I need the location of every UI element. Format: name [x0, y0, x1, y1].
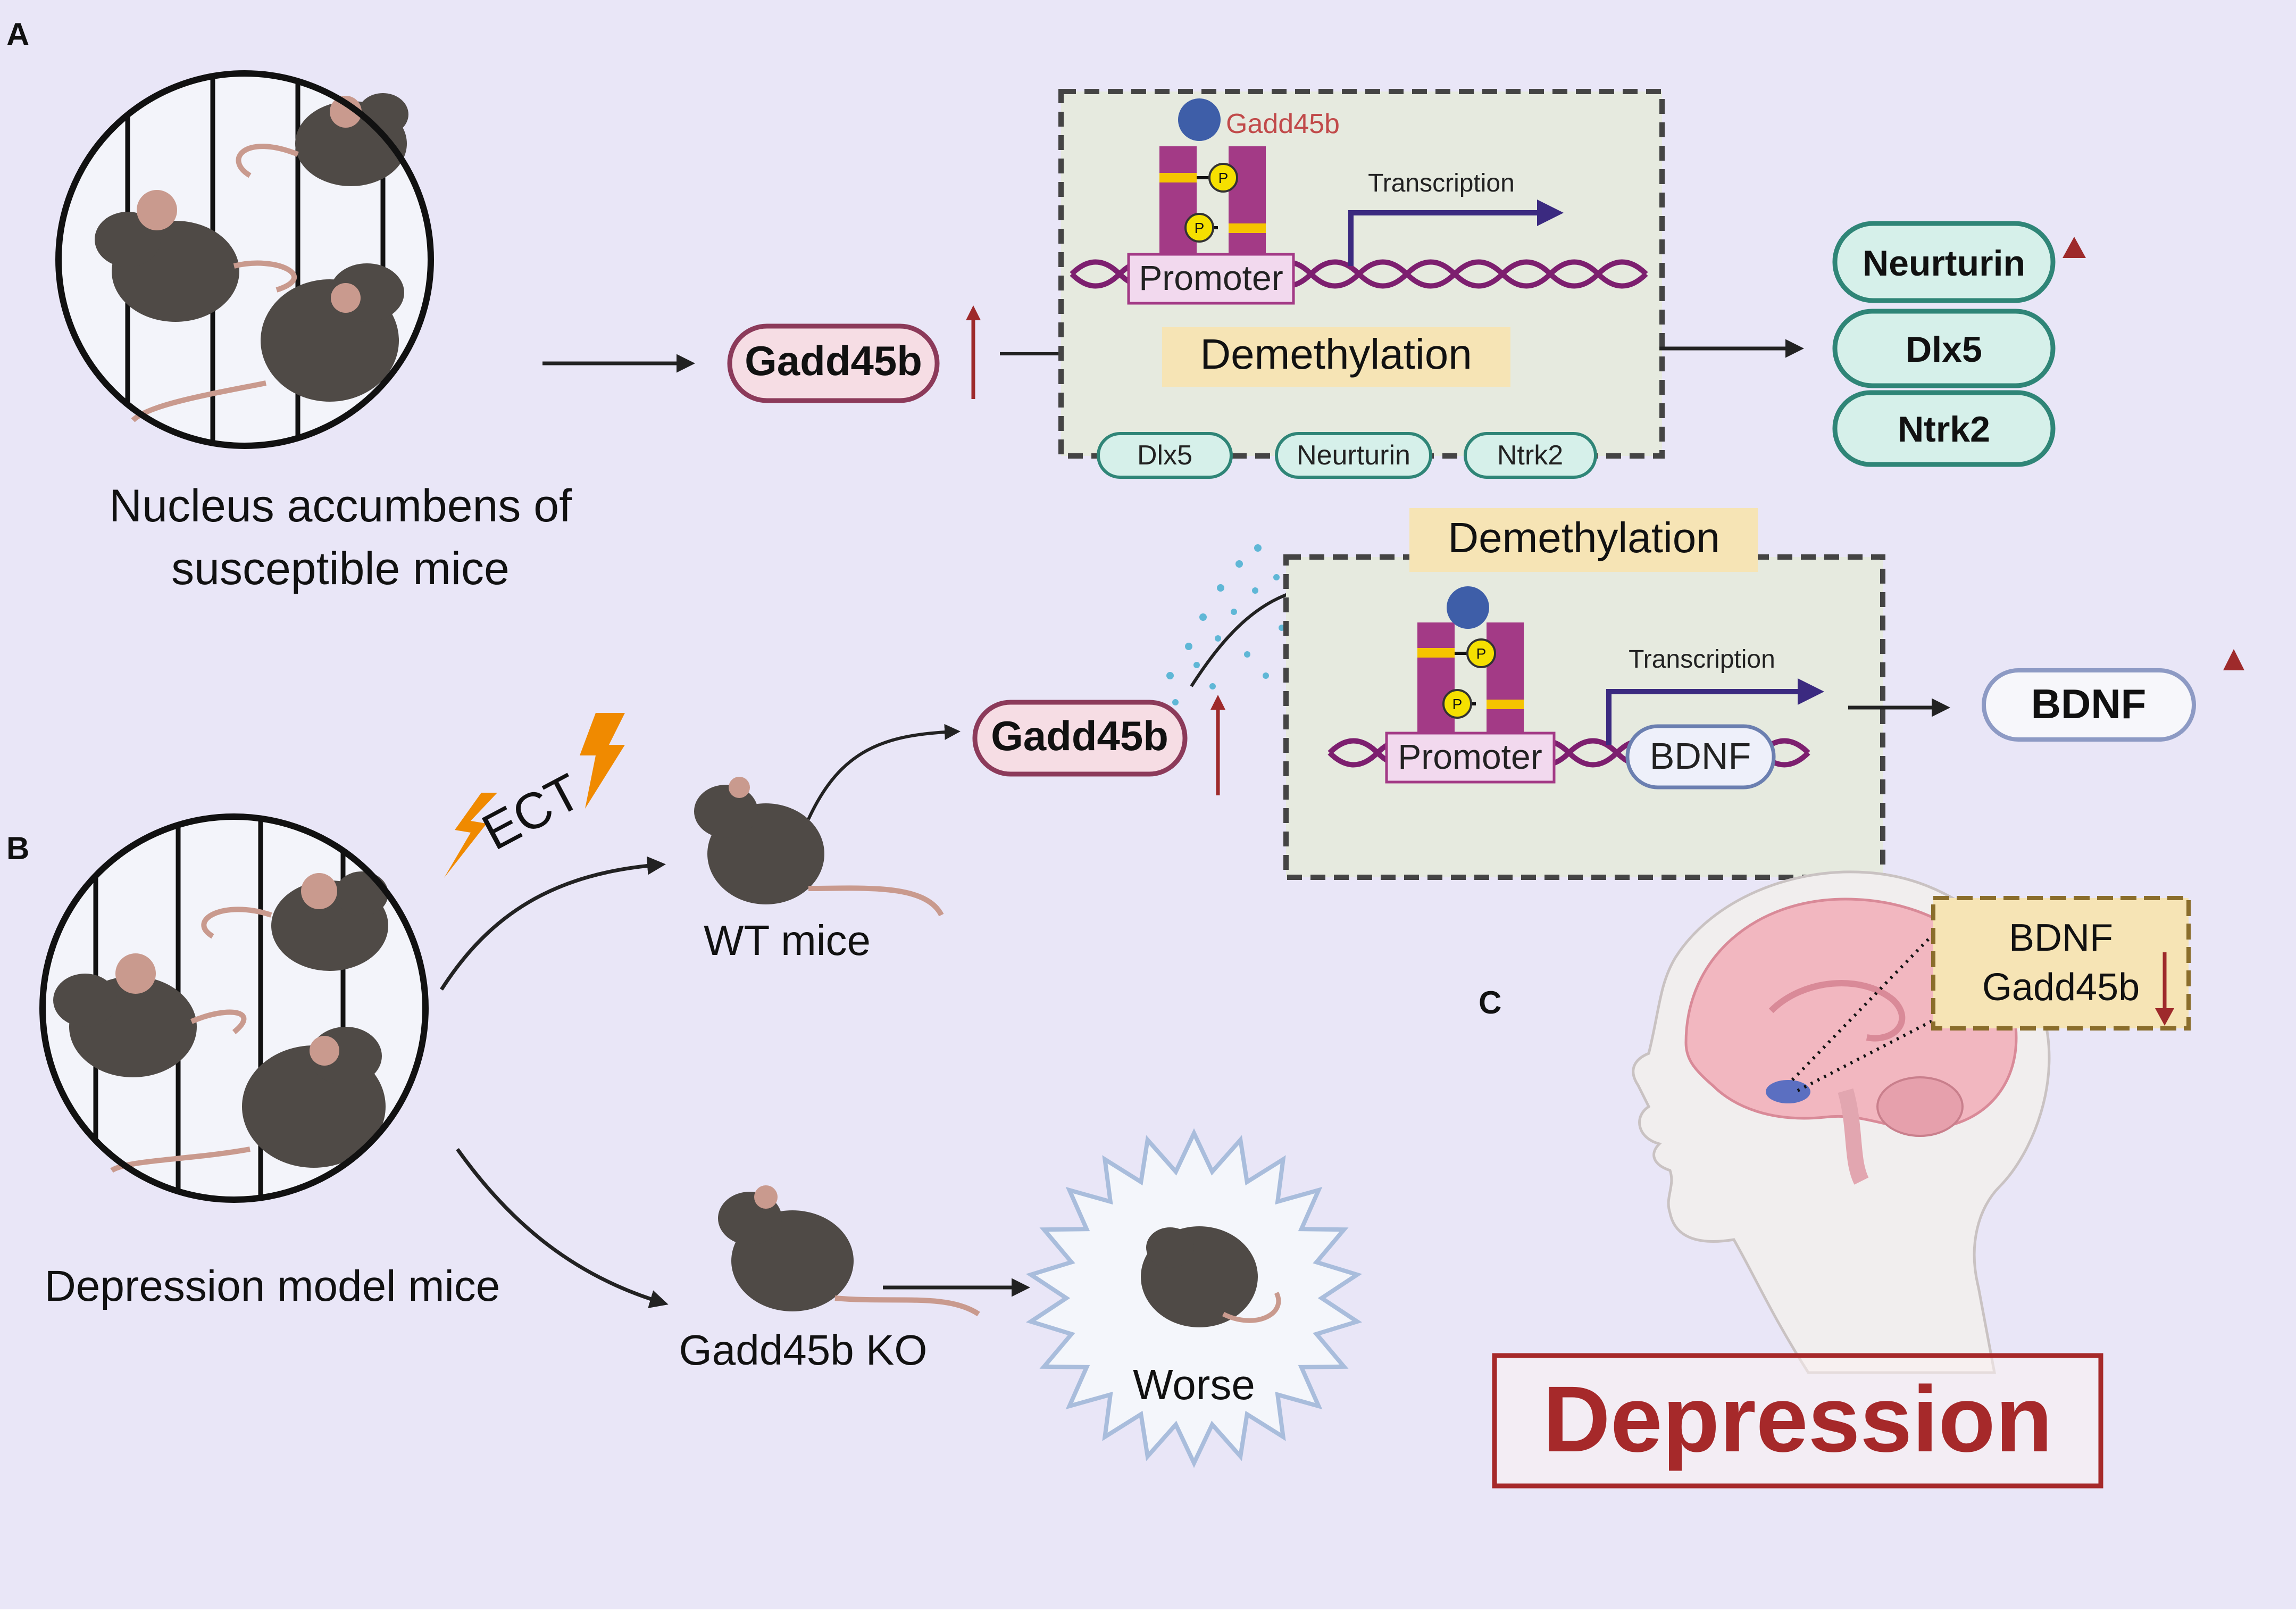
- ko-mouse-icon: [718, 1185, 980, 1317]
- callout-line: [1797, 1012, 1948, 1092]
- curled-mouse-icon: [1141, 1226, 1281, 1327]
- promoter-box-b: Promoter: [1385, 732, 1556, 784]
- downregulation-arrow-head: [2155, 1008, 2174, 1026]
- mouse-icon: [53, 953, 247, 1077]
- worse-label: Worse: [1133, 1361, 1255, 1408]
- demethylation-label-box-b: [1409, 508, 1758, 572]
- phospho-label: P: [1452, 696, 1463, 712]
- demethylation-label-b: Demethylation: [1448, 514, 1719, 561]
- gene-label: Ntrk2: [1497, 440, 1563, 471]
- gene-label: Dlx5: [1906, 329, 1982, 370]
- mouse-icon: [110, 1027, 386, 1173]
- mouse-icon: [236, 93, 408, 186]
- callout-gadd45b: Gadd45b: [1982, 966, 2140, 1009]
- wt-mouse-icon: [694, 777, 944, 917]
- gene-pill-ntrk2-small: Ntrk2: [1464, 432, 1597, 479]
- depression-banner: Depression: [1492, 1353, 2103, 1489]
- bdnf-output-node: BDNF: [1982, 668, 2196, 742]
- panel-label-b: B: [6, 830, 29, 866]
- upregulation-arrow-head: [2063, 237, 2086, 258]
- callout-bdnf: BDNF: [2009, 917, 2113, 959]
- phospho-label: P: [1195, 220, 1205, 236]
- transcription-label-a: Transcription: [1368, 169, 1515, 197]
- gene-pill-neurturin: Neurturin: [1832, 221, 2056, 303]
- mechanism-box-a: P P Gadd45b Promoter Transcription Demet…: [1058, 89, 1665, 479]
- cage-caption-b: Depression model mice: [45, 1262, 500, 1310]
- transcription-factor-icon: P P: [1159, 146, 1266, 263]
- panel-label-c: C: [1479, 985, 1501, 1020]
- gadd45b-protein-icon: [1178, 98, 1221, 141]
- transcription-factor-icon: P P: [1417, 622, 1524, 737]
- gadd45b-protein-icon: [1447, 586, 1489, 629]
- transcription-arrow: [1348, 200, 1564, 266]
- promoter-box-a: Promoter: [1127, 253, 1295, 305]
- lightning-bolt-icon: [444, 793, 497, 878]
- bdnf-gene-label: BDNF: [1650, 735, 1751, 777]
- callout-box: BDNF Gadd45b: [1931, 896, 2191, 1031]
- gadd45b-label-a: Gadd45b: [745, 337, 922, 384]
- bdnf-gene-pill: BDNF: [1625, 724, 1776, 790]
- gadd45b-node-b: Gadd45b: [972, 700, 1188, 777]
- gene-pill-dlx5: Dlx5: [1832, 309, 2056, 388]
- cage-caption-a-line2: susceptible mice: [171, 543, 510, 594]
- bdnf-output-label: BDNF: [2031, 680, 2147, 727]
- wt-mice-label: WT mice: [704, 917, 871, 964]
- gadd45b-node-a: Gadd45b: [727, 323, 940, 403]
- worse-burst: Worse: [1025, 1128, 1363, 1468]
- lightning-bolt-icon: [580, 713, 625, 809]
- gene-label: Neurturin: [1297, 440, 1410, 471]
- promoter-label-a: Promoter: [1139, 258, 1283, 297]
- gene-label: Dlx5: [1137, 440, 1192, 471]
- gene-pill-dlx5-small: Dlx5: [1097, 432, 1233, 479]
- ko-mice-label: Gadd45b KO: [679, 1326, 928, 1374]
- gene-label: Ntrk2: [1898, 409, 1990, 450]
- gene-pill-neurturin-small: Neurturin: [1275, 432, 1432, 479]
- gene-label: Neurturin: [1863, 243, 2025, 284]
- gadd45b-label-b: Gadd45b: [991, 712, 1168, 759]
- arrow-to-gadd45b-b: [807, 724, 961, 820]
- demethylation-label-box-a: [1162, 327, 1510, 387]
- promoter-label-b: Promoter: [1398, 737, 1542, 776]
- phospho-label: P: [1476, 645, 1487, 662]
- demethylation-label-a: Demethylation: [1200, 330, 1472, 378]
- cage-caption-a-line1: Nucleus accumbens of: [109, 480, 572, 531]
- mouse-icon: [131, 263, 404, 422]
- cage-susceptible-mice: [55, 70, 434, 449]
- target-genes-list: Neurturin Dlx5 Ntrk2: [1832, 221, 2056, 467]
- phospho-label: P: [1218, 170, 1229, 186]
- arrow-to-ko-mice: [456, 1148, 669, 1308]
- gene-pill-ntrk2: Ntrk2: [1832, 390, 2056, 467]
- transcription-label-b: Transcription: [1629, 645, 1775, 674]
- transcription-arrow: [1606, 678, 1824, 745]
- panel-label-a: A: [6, 16, 29, 52]
- mouse-icon: [95, 190, 297, 322]
- upregulation-arrow-head: [2223, 649, 2244, 670]
- gadd45b-protein-label: Gadd45b: [1226, 109, 1340, 139]
- depression-label: Depression: [1543, 1367, 2053, 1472]
- cage-depression-model-mice: [39, 813, 429, 1203]
- brain-region-highlight: [1766, 1080, 1810, 1103]
- arrow-to-wt-mice: [440, 856, 666, 991]
- mechanism-box-b: Demethylation P P Promoter Transcription…: [1283, 508, 1885, 880]
